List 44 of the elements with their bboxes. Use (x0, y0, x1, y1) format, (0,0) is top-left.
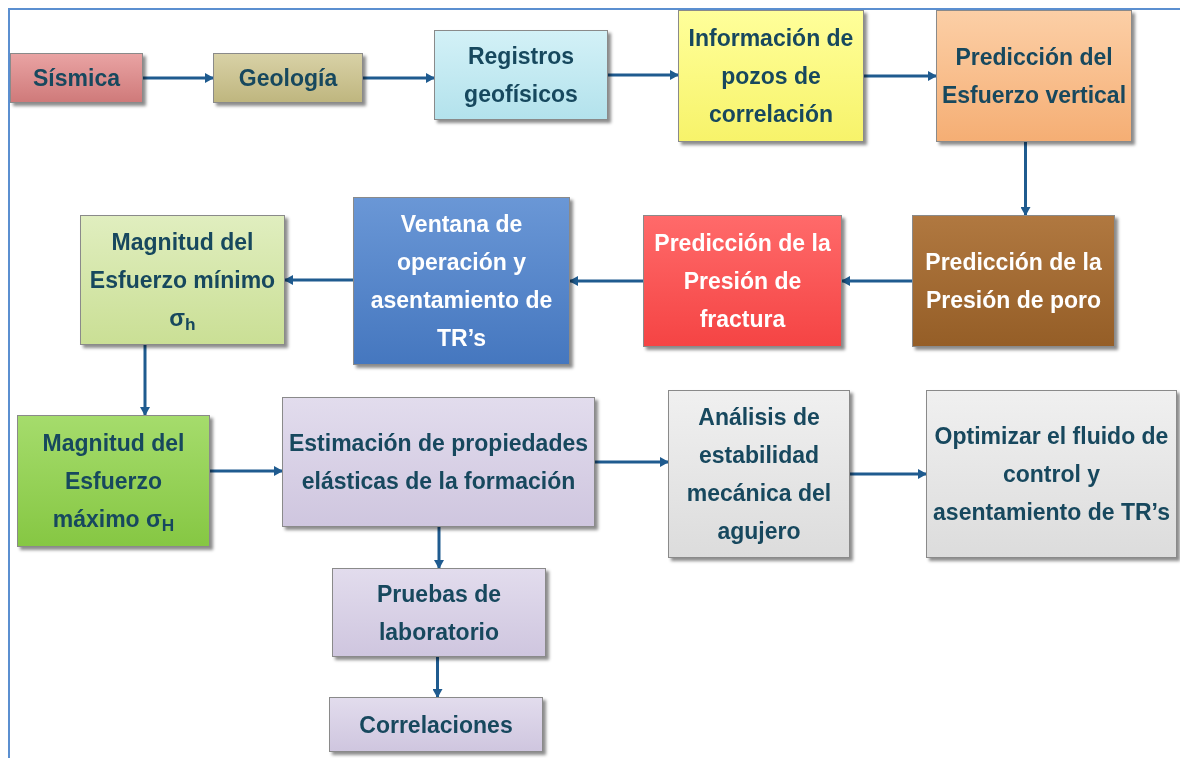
box-label: Geología (238, 64, 338, 93)
process-box (329, 697, 543, 752)
arrow (363, 73, 435, 83)
arrow (210, 466, 283, 476)
box-label: Predicción de la Presión de poro (924, 248, 1103, 315)
arrow (432, 657, 443, 698)
box-label: Estimación de propiedades elásticas de la formación (287, 429, 590, 496)
box-label: Ventana de operación y asentamiento de TR’s (369, 210, 554, 353)
box-label: Magnitud del Esfuerzo mínimo σ$_{h}$ (88, 228, 277, 337)
process-box (678, 10, 864, 142)
process-box (282, 397, 595, 527)
arrow (434, 527, 444, 569)
box-label: Optimizar el fluido de control y asentamiento de TR’s (932, 422, 1171, 527)
process-box (926, 390, 1177, 558)
process-box (213, 53, 363, 103)
box-label: Información de pozos de correlación (687, 24, 855, 129)
arrow (140, 345, 150, 416)
process-box (332, 568, 546, 657)
process-box (912, 215, 1115, 347)
arrow (850, 469, 927, 479)
process-box (643, 215, 842, 347)
box-label: Predicción de la Presión de fractura (653, 229, 832, 334)
process-box (17, 415, 210, 547)
arrow (864, 71, 937, 81)
process-box (80, 215, 285, 345)
box-label: Magnitud del Esfuerzo máximo σ$_{H}$ (41, 429, 186, 538)
arrow (841, 276, 912, 286)
arrow (143, 73, 214, 83)
box-label: Registros geofísicos (463, 42, 579, 109)
box-label: Análisis de estabilidad mecánica del agujero (685, 403, 833, 546)
process-box (434, 30, 608, 120)
arrow (608, 70, 679, 80)
arrow (569, 276, 643, 286)
process-box (353, 197, 570, 365)
box-label: Sísmica (33, 64, 120, 93)
process-box (10, 53, 143, 103)
arrow (284, 275, 353, 285)
box-label: Pruebas de laboratorio (376, 579, 502, 647)
box-label: Correlaciones (359, 710, 513, 740)
arrow (1020, 142, 1031, 216)
process-box (936, 10, 1132, 142)
box-label: Predicción del Esfuerzo vertical (941, 43, 1127, 110)
arrow (595, 457, 669, 467)
process-box (668, 390, 850, 558)
